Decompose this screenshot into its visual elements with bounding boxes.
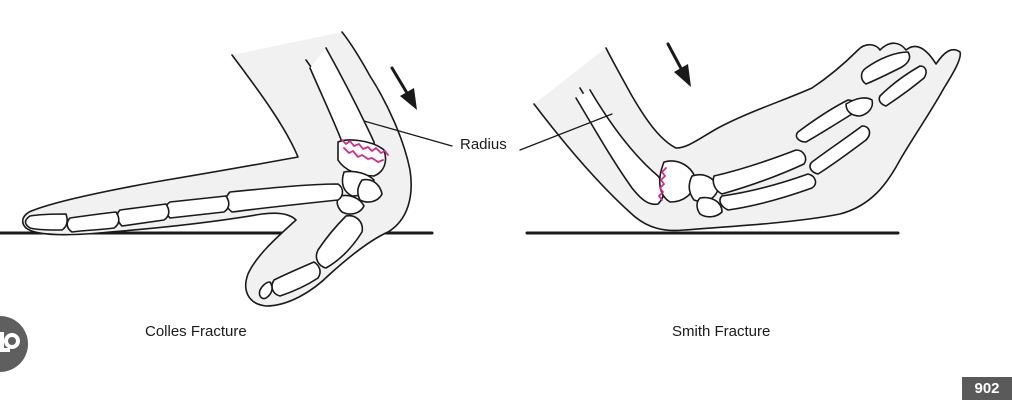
colles-illustration (0, 31, 453, 307)
page-number-badge: 902 (962, 377, 1012, 400)
smith-radius-bone (575, 89, 665, 206)
smith-finger-bones (712, 51, 927, 211)
smith-illustration (519, 42, 962, 235)
colles-thumb-bones (258, 214, 364, 300)
lens-icon (0, 332, 20, 352)
colles-arrow-head (400, 88, 417, 110)
colles-fracture-line (341, 139, 389, 163)
radius-pointer-right (519, 113, 613, 151)
smith-arrow-head (674, 64, 691, 87)
smith-fracture-line (658, 167, 667, 201)
colles-finger-bones (24, 183, 344, 233)
smith-fracture-label: Smith Fracture (672, 323, 771, 340)
smith-carpal-bones (658, 160, 723, 218)
radius-pointer-left (363, 120, 453, 147)
colles-fracture-label: Colles Fracture (145, 323, 247, 340)
radius-label: Radius (460, 136, 507, 153)
